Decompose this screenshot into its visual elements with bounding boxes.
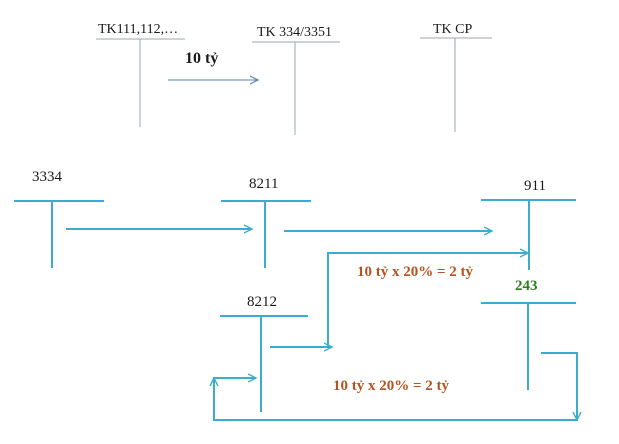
arrow-243-loop-to-8212 <box>213 352 578 421</box>
formula-lower: 10 tỷ x 20% = 2 tỷ <box>333 378 450 394</box>
label-tk-tax: TK 334/3351 <box>257 25 332 40</box>
transfer-arrow-top: 10 tỷ <box>168 50 258 80</box>
t-account-8212: 8212 <box>220 294 308 412</box>
t-account-3334: 3334 <box>14 169 104 268</box>
t-account-cost: TK CP <box>420 22 492 132</box>
label-tk-cost: TK CP <box>433 22 473 37</box>
label-transfer-amount: 10 tỷ <box>185 50 218 67</box>
label-243: 243 <box>515 278 538 294</box>
t-account-8211: 8211 <box>221 176 311 268</box>
label-tk-cash: TK111,112,… <box>98 22 178 37</box>
label-8211: 8211 <box>249 176 278 192</box>
label-8212: 8212 <box>247 294 277 310</box>
formula-upper: 10 tỷ x 20% = 2 tỷ <box>357 264 474 280</box>
t-account-cash: TK111,112,… <box>96 22 185 127</box>
t-account-911: 911 <box>481 178 576 270</box>
label-3334: 3334 <box>32 169 63 185</box>
label-911: 911 <box>524 178 546 194</box>
t-account-tax: TK 334/3351 <box>252 25 340 135</box>
t-account-243: 243 <box>481 278 576 390</box>
